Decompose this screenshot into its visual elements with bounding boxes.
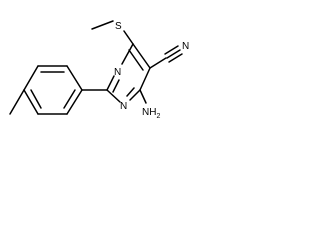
bond-c6-c5 — [132, 43, 151, 69]
bond-nitrile-triple-b — [166, 49, 181, 59]
bond-n3-c2 — [106, 89, 121, 103]
bond-ar1-ar2 — [66, 65, 83, 91]
bond-n1-c6 — [121, 43, 134, 65]
amino-subscript-text: 2 — [156, 113, 160, 120]
atom-label-ring-nitrogen-lower: N — [120, 101, 127, 112]
bond-c4-nh2 — [139, 89, 147, 104]
atom-label-nitrile-nitrogen: N — [182, 41, 189, 52]
bond-ar6-ar1-double — [63, 89, 76, 109]
bond-c6-c5-double — [128, 49, 144, 71]
amino-nh-text: NH — [142, 107, 156, 118]
bond-c4-n3-double — [126, 87, 135, 97]
bond-nitrile-triple-a — [164, 45, 179, 55]
bond-s-methyl — [91, 20, 114, 30]
bond-ar3-ar4 — [23, 65, 39, 91]
bond-c2-n1 — [106, 75, 115, 91]
bond-c6-s — [123, 30, 134, 45]
bond-c5-cn — [149, 57, 167, 69]
bond-ar6-ar1 — [66, 89, 83, 115]
bond-c2-n1-double — [112, 79, 120, 93]
atom-label-sulfur: S — [115, 21, 122, 32]
bond-aryl-methyl — [9, 89, 25, 115]
bond-c4-n3 — [129, 89, 141, 101]
chemical-structure: S N N N NH2 — [9, 20, 189, 120]
bond-ar4-ar5 — [23, 89, 39, 115]
atom-label-amino: NH2 — [142, 107, 160, 120]
bond-ar4-ar5-double — [30, 89, 42, 109]
bond-c5-c4 — [139, 67, 151, 91]
atom-label-ring-nitrogen-upper: N — [114, 67, 121, 78]
bond-nitrile-triple-c — [168, 53, 183, 63]
